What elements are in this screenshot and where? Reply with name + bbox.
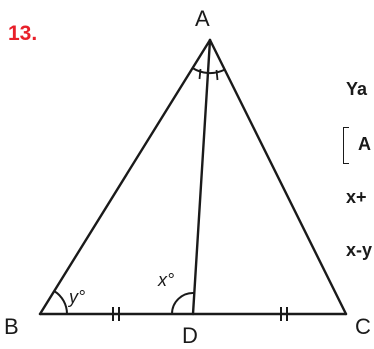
angle-label-y: y° <box>67 287 85 307</box>
angle-tick-bad <box>198 68 202 80</box>
text-line-4: x-y <box>346 240 373 260</box>
angle-arc-d <box>170 291 195 315</box>
problem-number: 13. <box>8 22 38 45</box>
segment-ad <box>191 38 212 316</box>
angle-label-x: x° <box>157 270 174 290</box>
point-label-a: A <box>195 6 210 31</box>
side-ac <box>208 38 348 316</box>
bracket-mark <box>343 127 349 164</box>
point-label-b: B <box>4 314 19 339</box>
angle-arc-b <box>53 290 68 315</box>
angle-tick-dac <box>215 69 219 81</box>
point-label-d: D <box>182 323 198 348</box>
text-line-1: Ya <box>346 79 368 99</box>
side-ab <box>38 38 212 316</box>
point-label-c: C <box>355 314 371 339</box>
text-line-3: x+ <box>346 187 367 207</box>
text-line-2: A <box>358 134 371 154</box>
